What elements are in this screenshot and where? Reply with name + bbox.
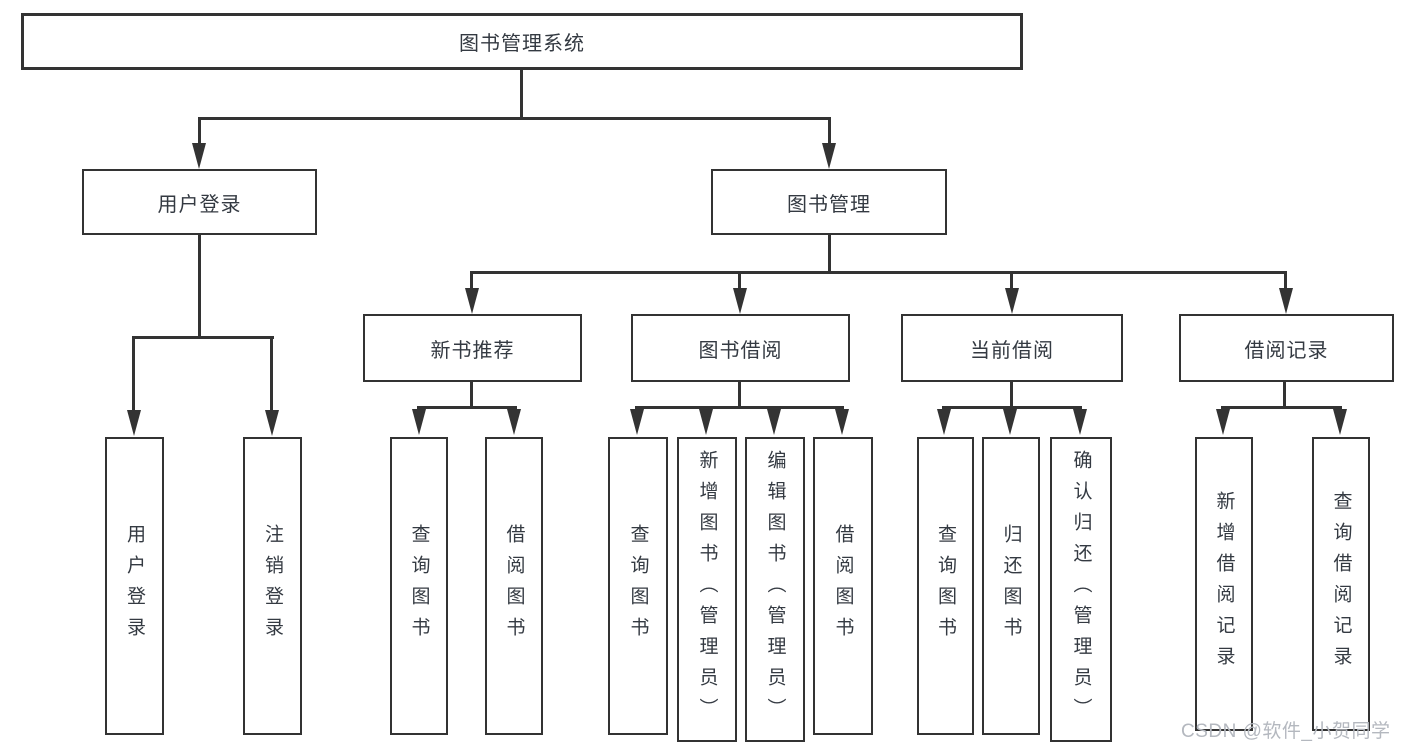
connector-current-borrowing-crossbar	[942, 406, 1082, 409]
down-arrowhead	[1333, 409, 1347, 435]
node-root-label: 图书管理系统	[459, 33, 585, 55]
node-book-management-label: 图书管理	[787, 193, 871, 216]
node-current-borrowing: 当前借阅	[901, 314, 1123, 382]
down-arrowhead	[733, 288, 747, 314]
down-arrowhead	[507, 409, 521, 435]
connector-drop-new-book-recommend	[470, 271, 473, 291]
down-arrowhead	[699, 409, 713, 435]
leaf-edit-book-admin: 编辑图书（管理员）	[745, 437, 805, 742]
node-user-login-label: 用户登录	[157, 193, 242, 216]
leaf-query-books-current-label: 查询图书	[935, 524, 956, 648]
leaf-borrow-books-borrowing: 借阅图书	[813, 437, 873, 735]
connector-drop-book-management	[828, 117, 831, 147]
connector-drop-borrowing-records	[1284, 271, 1287, 291]
connector-new-book-recommend-stem	[470, 382, 473, 409]
node-book-borrowing-label: 图书借阅	[698, 339, 783, 362]
down-arrowhead	[937, 409, 951, 435]
leaf-add-book-admin: 新增图书（管理员）	[677, 437, 737, 742]
leaf-borrow-books-recommend-label: 借阅图书	[503, 524, 525, 648]
down-arrowhead	[265, 410, 279, 436]
leaf-add-book-admin-label: 新增图书（管理员）	[696, 450, 718, 729]
connector-drop-leaf-logout	[270, 336, 273, 414]
down-arrowhead	[465, 288, 479, 314]
connector-book-borrowing-crossbar	[635, 406, 844, 409]
down-arrowhead	[835, 409, 849, 435]
leaf-logout-label: 注销登录	[262, 524, 283, 648]
connector-book-management-crossbar	[470, 271, 1287, 274]
connector-drop-leaf-user-login	[132, 336, 135, 414]
node-user-login: 用户登录	[82, 169, 317, 235]
connector-root-stem	[520, 70, 523, 119]
node-borrowing-records-label: 借阅记录	[1244, 339, 1329, 362]
node-root: 图书管理系统	[21, 13, 1023, 70]
down-arrowhead	[822, 143, 836, 169]
down-arrowhead	[767, 409, 781, 435]
leaf-query-books-current: 查询图书	[917, 437, 974, 735]
node-book-management: 图书管理	[711, 169, 947, 235]
connector-user-login-crossbar	[132, 336, 274, 339]
down-arrowhead	[412, 409, 426, 435]
down-arrowhead	[1279, 288, 1293, 314]
leaf-edit-book-admin-label: 编辑图书（管理员）	[764, 450, 786, 729]
connector-book-borrowing-stem	[738, 382, 741, 409]
csdn-watermark: CSDN @软件_小贺同学	[1181, 721, 1391, 742]
down-arrowhead	[1216, 409, 1230, 435]
leaf-user-login-label: 用户登录	[124, 524, 145, 648]
connector-drop-current-borrowing	[1010, 271, 1013, 291]
connector-drop-book-borrowing	[738, 271, 741, 291]
leaf-query-borrow-record: 查询借阅记录	[1312, 437, 1370, 731]
down-arrowhead	[127, 410, 141, 436]
leaf-query-books-borrowing: 查询图书	[608, 437, 668, 735]
connector-root-crossbar	[198, 117, 831, 120]
down-arrowhead	[630, 409, 644, 435]
leaf-borrow-books-recommend: 借阅图书	[485, 437, 543, 735]
down-arrowhead	[1003, 409, 1017, 435]
connector-borrowing-records-crossbar	[1221, 406, 1342, 409]
node-new-book-recommend-label: 新书推荐	[430, 339, 515, 362]
leaf-return-book-label: 归还图书	[1000, 524, 1022, 648]
leaf-add-borrow-record-label: 新增借阅记录	[1213, 491, 1235, 677]
leaf-return-book: 归还图书	[982, 437, 1040, 735]
connector-current-borrowing-stem	[1010, 382, 1013, 409]
down-arrowhead	[1073, 409, 1087, 435]
leaf-query-books-borrowing-label: 查询图书	[627, 524, 649, 648]
leaf-query-borrow-record-label: 查询借阅记录	[1330, 491, 1352, 677]
connector-new-book-recommend-crossbar	[417, 406, 517, 409]
leaf-confirm-return-admin: 确认归还（管理员）	[1050, 437, 1112, 742]
leaf-user-login: 用户登录	[105, 437, 164, 735]
connector-borrowing-records-stem	[1283, 382, 1286, 409]
leaf-add-borrow-record: 新增借阅记录	[1195, 437, 1253, 731]
leaf-confirm-return-admin-label: 确认归还（管理员）	[1070, 450, 1092, 729]
leaf-query-books-recommend: 查询图书	[390, 437, 448, 735]
down-arrowhead	[1005, 288, 1019, 314]
node-book-borrowing: 图书借阅	[631, 314, 850, 382]
connector-drop-user-login	[198, 117, 201, 147]
down-arrowhead	[192, 143, 206, 169]
node-current-borrowing-label: 当前借阅	[970, 339, 1054, 362]
node-new-book-recommend: 新书推荐	[363, 314, 582, 382]
leaf-query-books-recommend-label: 查询图书	[408, 524, 430, 648]
connector-book-management-stem	[828, 234, 831, 274]
leaf-logout: 注销登录	[243, 437, 302, 735]
leaf-borrow-books-borrowing-label: 借阅图书	[832, 524, 854, 648]
node-borrowing-records: 借阅记录	[1179, 314, 1394, 382]
connector-user-login-stem	[198, 234, 201, 338]
